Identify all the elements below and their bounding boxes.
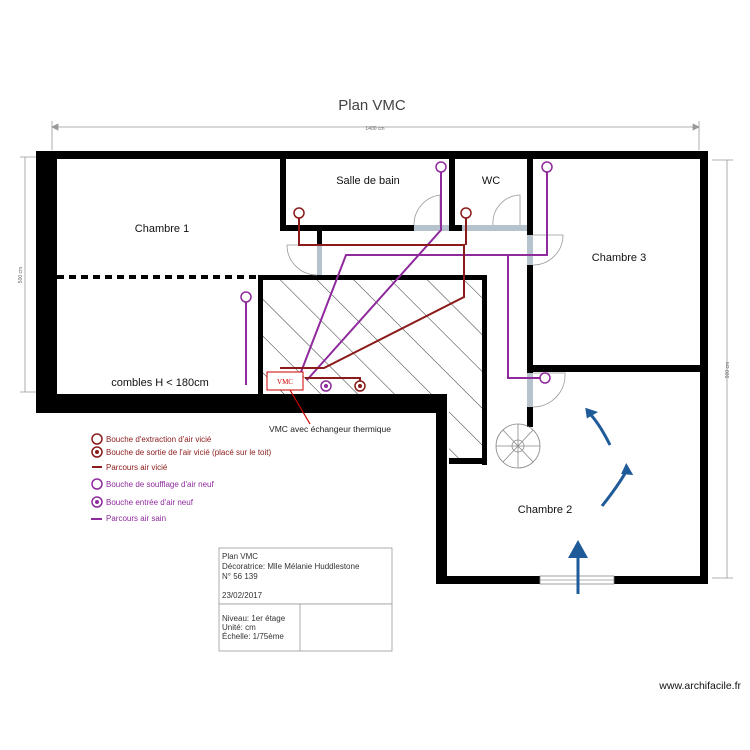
legend-item-2: Bouche de sortie de l'air vicié (placé s… <box>106 448 271 457</box>
room-chambre3: Chambre 3 <box>592 252 646 264</box>
title-block: Plan VMC Décoratrice: Mlle Mélanie Huddl… <box>218 547 393 652</box>
dimension-width-label: 1400 cm <box>365 126 384 132</box>
dimension-right <box>712 159 733 579</box>
vmc-caption: VMC avec échangeur thermique <box>269 424 391 434</box>
fresh-air-intake <box>320 380 332 392</box>
room-chambre2: Chambre 2 <box>518 504 572 516</box>
tb-line1: Plan VMC <box>222 552 258 561</box>
tb-line3: N° 56 139 <box>222 572 258 581</box>
extraction-outlet <box>293 207 305 219</box>
legend-extraction-icon <box>91 433 103 445</box>
plan-title: Plan VMC <box>338 97 406 114</box>
dimension-right-label: 900 cm <box>725 362 731 378</box>
dimension-left-label: 500 cm <box>18 267 24 283</box>
legend-item-4: Bouche de soufflage d'air neuf <box>106 480 214 489</box>
legend: Bouche d'extraction d'air vicié Bouche d… <box>91 433 271 523</box>
tb-line2: Décoratrice: Mlle Mélanie Huddlestone <box>222 562 360 571</box>
airflow-arrows <box>568 407 634 594</box>
vmc-unit <box>266 371 304 391</box>
legend-item-1: Bouche d'extraction d'air vicié <box>106 435 212 444</box>
room-chambre1: Chambre 1 <box>135 223 189 235</box>
legend-item-3: Parcours air vicié <box>106 463 168 472</box>
vmc-box-label: VMC <box>277 378 293 386</box>
spiral-staircase <box>495 423 541 469</box>
fresh-air-ducts <box>245 167 548 386</box>
watermark: www.archifacile.fr <box>658 680 741 692</box>
fresh-air-outlets <box>240 161 553 384</box>
room-wc: WC <box>482 175 500 187</box>
tb-niveau: Niveau: 1er étage <box>222 614 286 623</box>
vmc-callout <box>289 389 311 425</box>
tb-echelle: Échelle: 1/75ème <box>222 632 284 641</box>
walls <box>36 151 708 584</box>
tb-date: 23/02/2017 <box>222 591 263 600</box>
tb-unite: Unité: cm <box>222 623 256 632</box>
legend-supply-icon <box>91 478 103 490</box>
stale-air-outlets <box>293 207 472 219</box>
legend-item-5: Bouche entrée d'air neuf <box>106 498 194 507</box>
stale-air-exhaust <box>354 380 366 392</box>
hatched-shaft <box>261 278 484 460</box>
room-combles: combles H < 180cm <box>111 377 209 389</box>
extraction-outlet <box>460 207 472 219</box>
dimension-width <box>51 121 700 150</box>
legend-item-6: Parcours air sain <box>106 514 166 523</box>
room-salle-de-bain: Salle de bain <box>336 175 400 187</box>
